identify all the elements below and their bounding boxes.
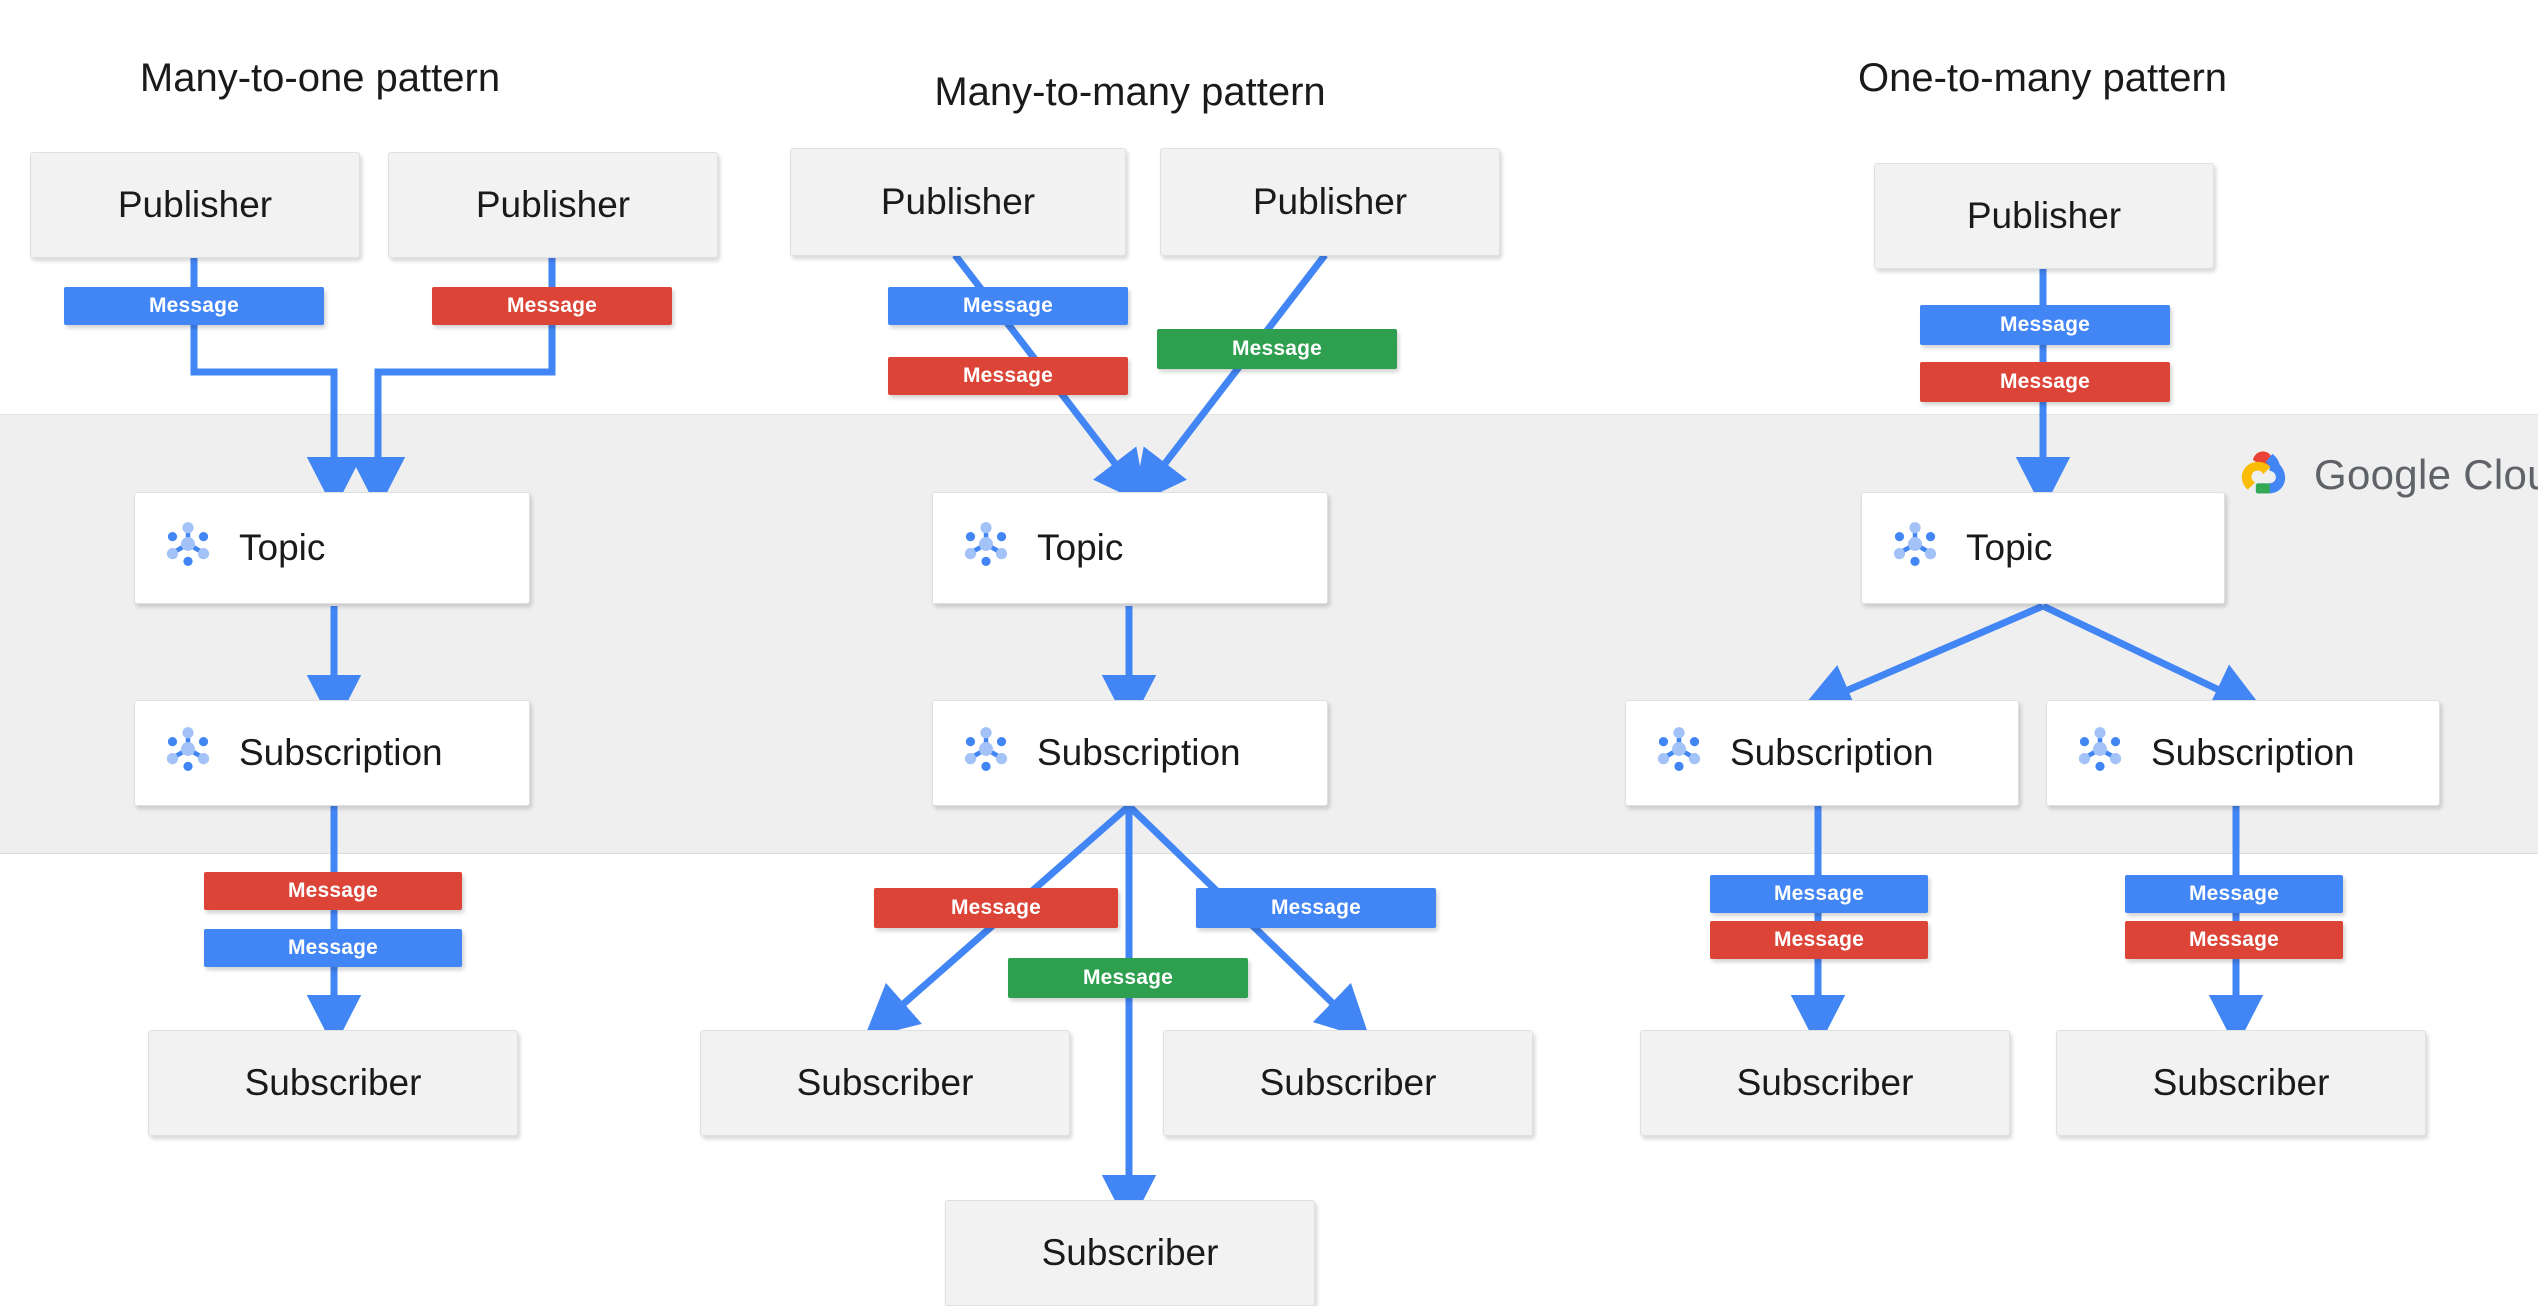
message-label: Message (287, 879, 379, 902)
topic-box[interactable]: Topic (1861, 492, 2225, 604)
google-cloud-lockup: Google Cloud (2238, 448, 2538, 501)
message-label: Message (148, 294, 240, 317)
message-chip: Message (888, 287, 1128, 325)
pubsub-icon (1652, 722, 1706, 785)
pubsub-icon (2073, 722, 2127, 785)
subscription-label: Subscription (1037, 732, 1241, 773)
pubsub-icon (1888, 517, 1942, 580)
message-label: Message (962, 364, 1054, 387)
caption-many-to-many: Many-to-many pattern (934, 70, 1326, 114)
subscriber-label: Subscriber (244, 1062, 422, 1103)
message-chip: Message (1710, 921, 1928, 959)
subscriber-box[interactable]: Subscriber (1640, 1030, 2010, 1136)
subscription-box[interactable]: Subscription (134, 700, 530, 806)
google-cloud-wordmark: Google Cloud (2314, 450, 2538, 498)
message-label: Message (950, 896, 1042, 919)
topic-label: Topic (1037, 527, 1124, 568)
message-label: Message (1270, 896, 1362, 919)
subscriber-box[interactable]: Subscriber (2056, 1030, 2426, 1136)
message-chip: Message (1710, 875, 1928, 913)
subscription-box[interactable]: Subscription (932, 700, 1328, 806)
subscriber-box[interactable]: Subscriber (945, 1200, 1315, 1306)
subscription-label: Subscription (1730, 732, 1934, 773)
pubsub-icon (161, 722, 215, 785)
publisher-box[interactable]: Publisher (30, 152, 360, 258)
message-chip: Message (874, 888, 1118, 928)
topic-label: Topic (1966, 527, 2053, 568)
message-chip: Message (64, 287, 324, 325)
publisher-box[interactable]: Publisher (1874, 163, 2214, 269)
message-label: Message (1999, 370, 2091, 393)
publisher-box[interactable]: Publisher (790, 148, 1126, 256)
message-label: Message (1231, 337, 1323, 360)
message-chip: Message (1196, 888, 1436, 928)
topic-box[interactable]: Topic (932, 492, 1328, 604)
google-cloud-logo-icon (2238, 448, 2296, 501)
message-chip: Message (2125, 921, 2343, 959)
subscription-label: Subscription (2151, 732, 2355, 773)
message-chip: Message (2125, 875, 2343, 913)
topic-box[interactable]: Topic (134, 492, 530, 604)
publisher-label: Publisher (1966, 195, 2122, 236)
publisher-box[interactable]: Publisher (388, 152, 718, 258)
message-chip: Message (1920, 305, 2170, 345)
message-chip: Message (1008, 958, 1248, 998)
publisher-label: Publisher (117, 184, 273, 225)
message-chip: Message (204, 929, 462, 967)
subscriber-label: Subscriber (796, 1062, 974, 1103)
caption-many-to-one: Many-to-one pattern (139, 56, 501, 100)
subscriber-label: Subscriber (2152, 1062, 2330, 1103)
pubsub-icon (959, 517, 1013, 580)
subscriber-box[interactable]: Subscriber (1163, 1030, 1533, 1136)
message-label: Message (506, 294, 598, 317)
message-label: Message (2188, 928, 2280, 951)
message-label: Message (962, 294, 1054, 317)
topic-label: Topic (239, 527, 326, 568)
publisher-label: Publisher (880, 181, 1036, 222)
publisher-label: Publisher (475, 184, 631, 225)
subscriber-box[interactable]: Subscriber (700, 1030, 1070, 1136)
message-label: Message (1773, 928, 1865, 951)
subscriber-label: Subscriber (1259, 1062, 1437, 1103)
subscription-label: Subscription (239, 732, 443, 773)
publisher-label: Publisher (1252, 181, 1408, 222)
message-chip: Message (1157, 329, 1397, 369)
message-label: Message (1773, 882, 1865, 905)
pubsub-icon (959, 722, 1013, 785)
subscription-box[interactable]: Subscription (1625, 700, 2019, 806)
message-label: Message (2188, 882, 2280, 905)
subscription-box[interactable]: Subscription (2046, 700, 2440, 806)
message-chip: Message (432, 287, 672, 325)
message-label: Message (1999, 313, 2091, 336)
publisher-box[interactable]: Publisher (1160, 148, 1500, 256)
message-chip: Message (204, 872, 462, 910)
caption-one-to-many: One-to-many pattern (1857, 56, 2228, 100)
message-label: Message (1082, 966, 1174, 989)
message-chip: Message (888, 357, 1128, 395)
subscriber-label: Subscriber (1041, 1232, 1219, 1273)
subscriber-box[interactable]: Subscriber (148, 1030, 518, 1136)
message-label: Message (287, 936, 379, 959)
pubsub-icon (161, 517, 215, 580)
message-chip: Message (1920, 362, 2170, 402)
subscriber-label: Subscriber (1736, 1062, 1914, 1103)
